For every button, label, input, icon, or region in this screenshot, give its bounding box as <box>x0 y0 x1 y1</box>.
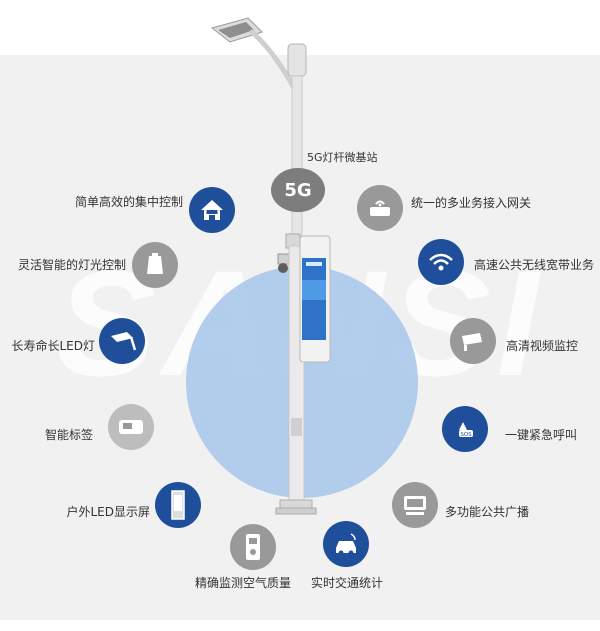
lamp-icon <box>132 242 178 288</box>
traffic-car-icon <box>323 521 369 567</box>
wifi-icon <box>418 239 464 285</box>
feature-label-cctv: 高清视频监控 <box>506 339 579 353</box>
feature-label-smart-tag: 智能标签 <box>44 428 93 442</box>
feature-label-wireless: 高速公共无线宽带业务 <box>474 258 595 272</box>
pole-camera <box>277 253 291 273</box>
feature-label-traffic: 实时交通统计 <box>311 576 384 590</box>
pole-led-screen <box>299 235 331 363</box>
feature-label-sos: 一键紧急呼叫 <box>505 428 578 442</box>
feature-label-light-control: 灵活智能的灯光控制 <box>17 258 126 272</box>
5g-badge: 5G <box>271 168 325 212</box>
feature-label-air-quality: 精确监测空气质量 <box>195 576 292 590</box>
broadcast-tv-icon <box>392 482 438 528</box>
smart-tag-icon <box>108 404 154 450</box>
feature-label-led-display: 户外LED显示屏 <box>66 505 150 519</box>
feature-label-led-lamp: 长寿命长LED灯 <box>11 339 95 353</box>
feature-label-broadcast: 多功能公共广播 <box>445 505 530 519</box>
sos-hand-icon: SOS <box>442 406 488 452</box>
led-display-icon <box>155 482 201 528</box>
feature-label-gateway: 统一的多业务接入网关 <box>411 196 532 210</box>
street-lamp-head <box>210 17 263 43</box>
street-light-icon <box>99 318 145 364</box>
cctv-camera-icon <box>450 318 496 364</box>
air-monitor-icon <box>230 524 276 570</box>
base-station-caption: 5G灯杆微基站 <box>307 151 378 164</box>
smart-home-icon <box>189 187 235 233</box>
feature-label-central-control: 简单高效的集中控制 <box>74 195 183 209</box>
router-icon <box>357 185 403 231</box>
svg-text:SOS: SOS <box>460 432 472 438</box>
